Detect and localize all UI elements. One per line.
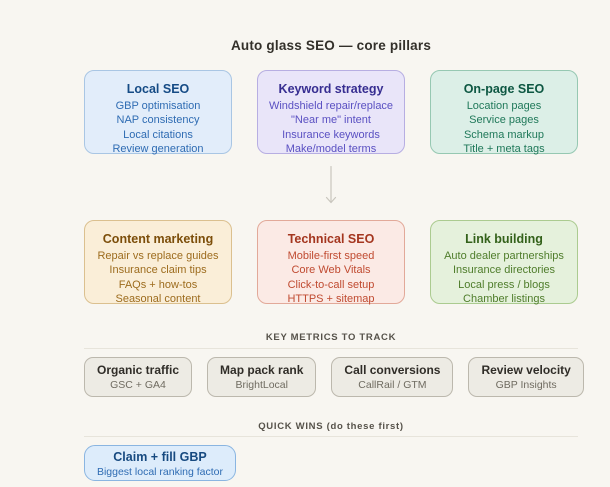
metrics-row: Organic traffic GSC + GA4 Map pack rank … [84,357,584,397]
pillar-item: GBP optimisation [115,100,201,112]
pillar-row-bottom: Content marketing Repair vs replace guid… [84,220,578,307]
pillar-item: Auto dealer partnerships [444,250,564,262]
flow-arrow [84,154,578,204]
pillar-item: HTTPS + sitemap [287,293,375,306]
pillar-item: Core Web Vitals [291,264,371,277]
pillar-heading: Technical SEO [287,232,375,246]
metric-card: Map pack rank BrightLocal [207,357,317,397]
pillar-content-marketing: Content marketing Repair vs replace guid… [84,220,232,307]
quick-win-note: Biggest local ranking factor [96,466,224,478]
pillar-item: Schema markup [463,128,545,141]
quick-wins-section-divider [84,436,578,437]
pillar-item: Service pages [469,114,539,127]
metric-tool: GSC + GA4 [110,379,166,391]
quick-wins-row: Claim + fill GBP Biggest local ranking f… [84,445,578,481]
pillar-item: NAP consistency [116,114,200,127]
metric-name: Call conversions [344,363,441,377]
pillar-item: Insurance keywords [282,128,380,141]
down-arrow-icon [325,166,337,204]
metric-card: Organic traffic GSC + GA4 [84,357,193,397]
pillar-item: Click-to-call setup [287,278,375,291]
metric-tool: BrightLocal [235,379,288,391]
quick-wins-section-label: QUICK WINS (do these first) [258,421,404,432]
metric-tool: GBP Insights [495,379,557,391]
metric-tool: CallRail / GTM [358,379,427,391]
pillar-heading: On-page SEO [463,82,545,96]
pillar-item: Insurance claim tips [109,264,207,277]
pillar-item: Title + meta tags [463,143,545,156]
pillar-heading: Local SEO [126,82,190,96]
diagram-content: Auto glass SEO — core pillars Local SEO … [84,0,584,481]
pillar-item: Review generation [112,143,204,156]
metric-name: Organic traffic [97,363,180,377]
pillar-keyword-strategy: Keyword strategy Windshield repair/repla… [257,70,405,157]
pillar-item: "Near me" intent [291,114,371,127]
metric-card: Call conversions CallRail / GTM [331,357,454,397]
quick-win-name: Claim + fill GBP [113,450,207,464]
pillar-item: Local press / blogs [458,278,550,291]
metric-name: Review velocity [481,363,571,377]
metrics-section-divider [84,348,578,349]
pillar-item: Repair vs replace guides [97,250,219,262]
pillar-item: Location pages [466,100,542,112]
pillar-item: Windshield repair/replace [268,100,394,112]
pillar-item: FAQs + how-tos [118,278,198,291]
pillar-item-list: Windshield repair/replace "Near me" inten… [258,99,404,157]
pillar-item: Local citations [123,128,193,141]
pillar-heading: Content marketing [102,232,214,246]
metrics-section-label: KEY METRICS TO TRACK [265,332,397,343]
pillar-item: Mobile-first speed [287,250,375,262]
diagram-title: Auto glass SEO — core pillars [230,38,432,53]
pillar-item: Chamber listings [463,293,545,306]
pillar-item: Seasonal content [115,293,201,306]
pillar-item: Insurance directories [452,264,556,277]
pillar-heading: Keyword strategy [278,82,384,96]
pillar-item: Make/model terms [285,143,377,156]
pillar-heading: Link building [465,232,543,246]
metric-card: Review velocity GBP Insights [468,357,584,397]
quick-win-card: Claim + fill GBP Biggest local ranking f… [84,445,236,481]
metric-name: Map pack rank [220,363,304,377]
